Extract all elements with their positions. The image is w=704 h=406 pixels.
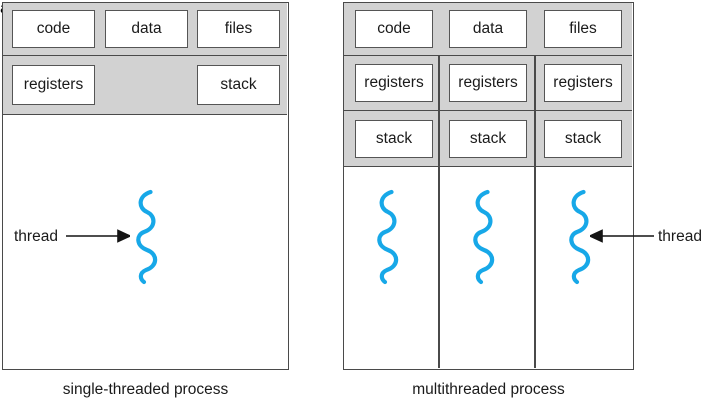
multi-cell-registers-3: registers xyxy=(544,64,622,102)
multi-column-divider-2-lower xyxy=(534,167,536,368)
multithreaded-process-caption: multithreaded process xyxy=(412,381,565,398)
single-thread-annotation-label: thread xyxy=(14,228,58,245)
single-cell-data: data xyxy=(105,10,188,48)
multi-thread-annotation-arrow xyxy=(590,229,654,243)
single-threaded-process-panel: code data files registers stack xyxy=(2,2,289,370)
thread-path xyxy=(136,189,158,285)
multi-cell-stack-3: stack xyxy=(544,120,622,158)
single-cell-code: code xyxy=(12,10,95,48)
multi-cell-stack-1: stack xyxy=(355,120,433,158)
single-cell-registers: registers xyxy=(12,65,95,105)
multi-thread-squiggle-2 xyxy=(473,189,495,285)
single-cell-stack: stack xyxy=(197,65,280,105)
single-cell-files: files xyxy=(197,10,280,48)
single-thread-squiggle xyxy=(136,189,158,285)
thread-path xyxy=(569,189,591,285)
multi-column-divider-1-lower xyxy=(438,167,440,368)
multi-cell-stack-2: stack xyxy=(449,120,527,158)
multi-cell-code: code xyxy=(355,10,433,48)
single-thread-annotation-arrow xyxy=(66,229,130,243)
multi-column-divider-1-upper xyxy=(438,56,440,167)
multi-cell-registers-2: registers xyxy=(449,64,527,102)
single-threaded-process-caption: single-threaded process xyxy=(62,381,229,398)
multithreaded-process-panel: code data files registers registers regi… xyxy=(343,2,634,370)
multi-cell-data: data xyxy=(449,10,527,48)
multi-column-divider-2-upper xyxy=(534,56,536,167)
multi-cell-registers-1: registers xyxy=(355,64,433,102)
thread-path xyxy=(473,189,495,285)
multi-cell-files: files xyxy=(544,10,622,48)
thread-path xyxy=(377,189,399,285)
multi-thread-annotation-label: thread xyxy=(658,228,702,245)
multi-thread-squiggle-1 xyxy=(377,189,399,285)
